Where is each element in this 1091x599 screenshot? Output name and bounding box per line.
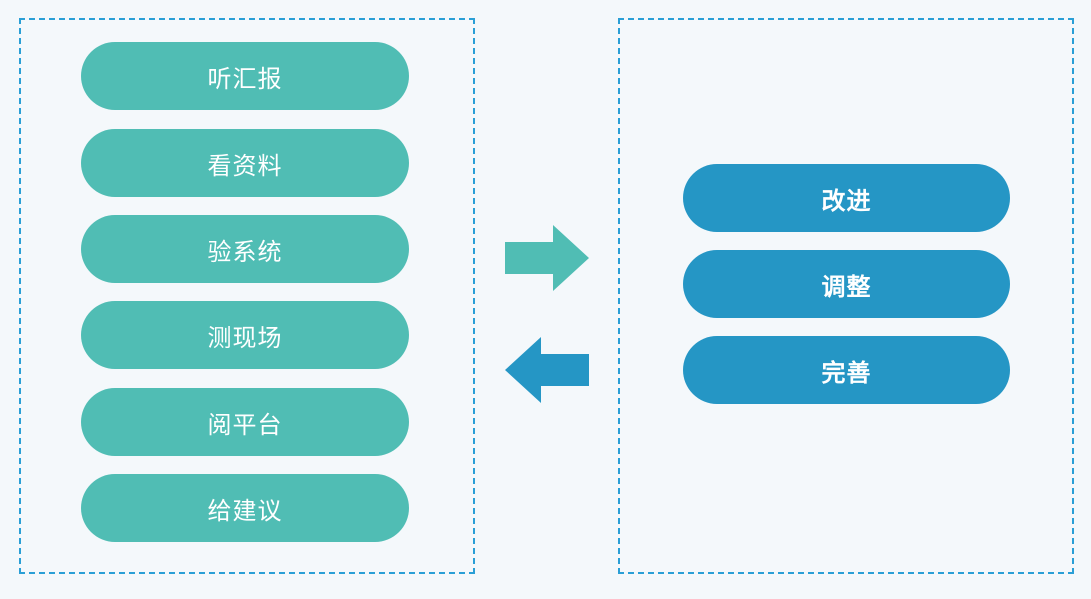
item-verify-system[interactable]: 验系统	[81, 215, 409, 283]
item-label: 看资料	[207, 151, 283, 180]
right-arrow-icon	[505, 225, 589, 291]
outcome-perfect[interactable]: 完善	[683, 336, 1010, 404]
item-test-site[interactable]: 测现场	[81, 301, 409, 369]
item-review-materials[interactable]: 看资料	[81, 129, 409, 197]
item-read-platform[interactable]: 阅平台	[81, 388, 409, 456]
item-label: 给建议	[207, 496, 283, 525]
right-outcome-panel	[618, 18, 1074, 574]
item-label: 验系统	[207, 237, 283, 266]
outcome-label: 完善	[821, 358, 872, 387]
item-label: 测现场	[207, 323, 283, 352]
left-activity-panel	[19, 18, 475, 574]
outcome-label: 改进	[821, 186, 872, 215]
outcome-improve[interactable]: 改进	[683, 164, 1010, 232]
item-label: 阅平台	[207, 410, 283, 439]
item-listen-report[interactable]: 听汇报	[81, 42, 409, 110]
outcome-adjust[interactable]: 调整	[683, 250, 1010, 318]
item-label: 听汇报	[207, 64, 283, 93]
left-arrow-icon	[505, 337, 589, 403]
outcome-label: 调整	[821, 272, 872, 301]
item-give-advice[interactable]: 给建议	[81, 474, 409, 542]
